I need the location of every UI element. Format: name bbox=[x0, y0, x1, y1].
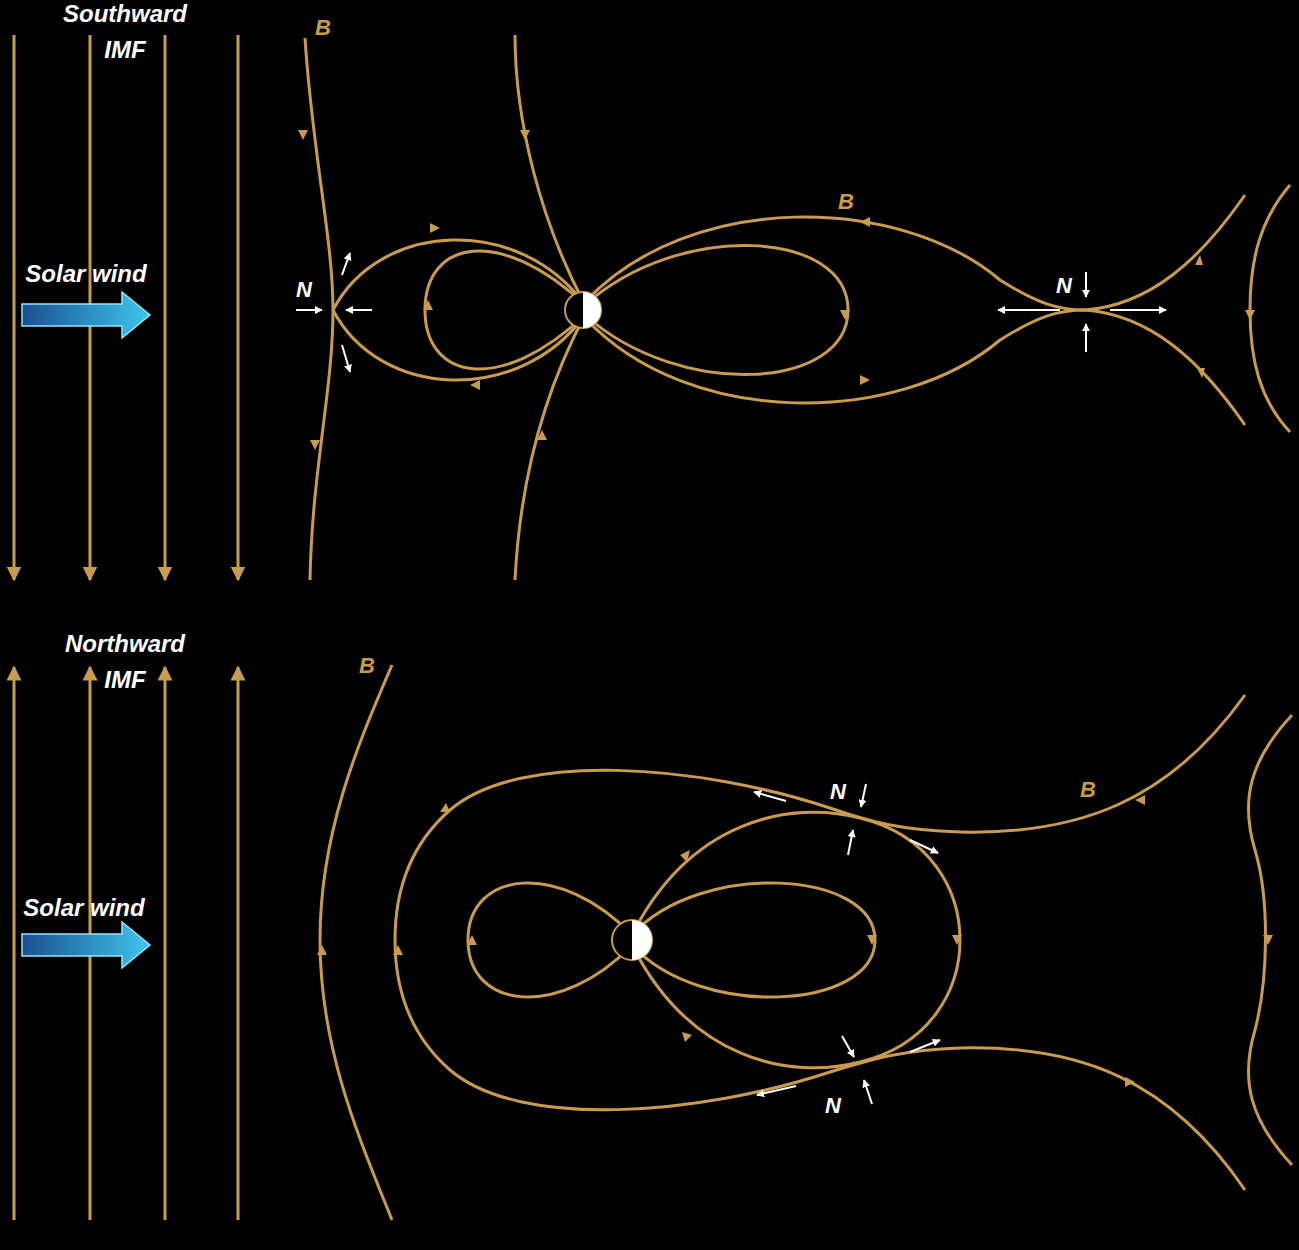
field-label: B bbox=[838, 189, 854, 215]
neutral-point-label: N bbox=[296, 277, 312, 303]
field-label: B bbox=[1080, 777, 1096, 803]
neutral-point-label: N bbox=[1056, 273, 1072, 299]
solar-wind-label: Solar wind bbox=[25, 260, 146, 288]
field-label: B bbox=[359, 653, 375, 679]
field-lines bbox=[14, 35, 1292, 1220]
neutral-point-label: N bbox=[830, 779, 846, 805]
solar-wind-label: Solar wind bbox=[23, 894, 144, 922]
field-label: B bbox=[315, 15, 331, 41]
earth-symbol bbox=[565, 292, 652, 960]
imf-label: Northward IMF bbox=[60, 626, 190, 698]
neutral-point-label: N bbox=[825, 1093, 841, 1119]
plasma-flow-arrows bbox=[296, 253, 1166, 1104]
imf-label: Southward IMF bbox=[60, 0, 190, 68]
field-direction-arrows bbox=[298, 130, 1273, 1087]
